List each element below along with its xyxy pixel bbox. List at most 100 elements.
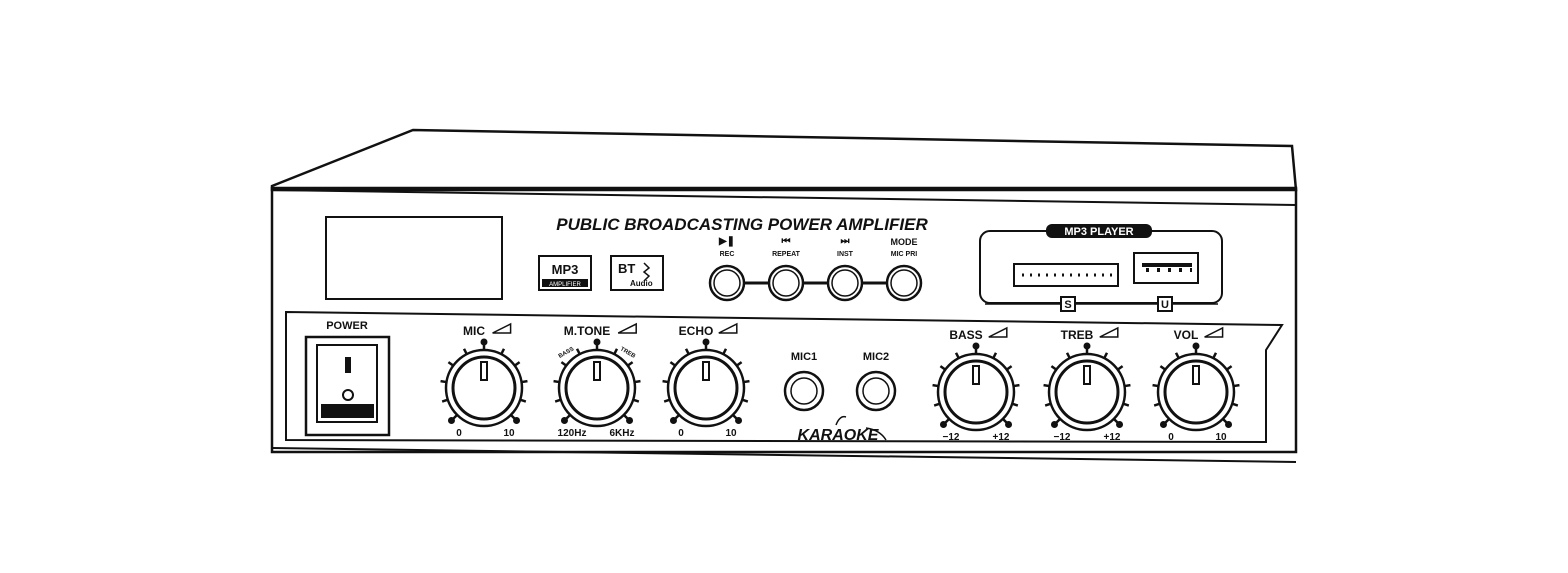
mp3-player-module: MP3 PLAYER S U: [979, 224, 1223, 312]
bt-badge: BT Audio: [610, 255, 664, 291]
power-label: POWER: [326, 320, 368, 332]
echo-tick: [669, 361, 676, 367]
repeat-button[interactable]: ⏮ REPEAT: [767, 236, 805, 302]
echo-max-label: 10: [725, 428, 737, 439]
inst-button[interactable]: ⏭ INST: [826, 236, 864, 302]
mic-tick: [440, 379, 447, 384]
treb-marker: [1083, 342, 1091, 350]
vol-level-icon: [1204, 326, 1224, 338]
mic-tick: [462, 348, 468, 355]
mic-min-label: 0: [456, 428, 462, 439]
previous-icon: ⏮: [782, 236, 791, 247]
echo-knob-body: [673, 355, 739, 421]
mic2-jack[interactable]: MIC2: [855, 351, 897, 412]
m-tone-tick: [553, 379, 560, 384]
vol-tick: [1231, 402, 1239, 407]
echo-tick: [662, 379, 669, 384]
vol-tick: [1159, 365, 1166, 371]
m-tone-tick: [613, 348, 619, 355]
mic-tick: [447, 361, 454, 367]
m-tone-knob-body: [564, 355, 630, 421]
bass-min-label: −12: [943, 432, 960, 443]
echo-label: ECHO: [679, 324, 714, 338]
bass-tick: [1013, 383, 1020, 388]
repeat-label: REPEAT: [772, 251, 801, 258]
transport-buttons: ▶❚ REC ⏮ REPEAT ⏭ INST MODE MIC PRI: [708, 236, 923, 302]
power-switch[interactable]: [304, 335, 391, 437]
device-title: PUBLIC BROADCASTING POWER AMPLIFIER: [556, 215, 928, 234]
mic-tick: [519, 398, 527, 403]
echo-tick: [663, 398, 671, 403]
sd-card-slot[interactable]: [1013, 263, 1119, 287]
echo-tick: [722, 348, 728, 355]
vol-marker: [1159, 421, 1167, 429]
karaoke-swoosh: [835, 415, 887, 441]
treb-max-label: +12: [1104, 432, 1121, 443]
bass-level-icon: [988, 326, 1008, 338]
mode-label: MODE: [891, 237, 918, 247]
treb-marker: [1116, 421, 1124, 429]
next-icon: ⏭: [841, 236, 850, 247]
bass-marker: [939, 421, 947, 429]
mp3-badge-main: MP3: [552, 262, 579, 277]
front-panel-bottom: [271, 447, 1297, 463]
mic-tick: [500, 348, 506, 355]
treb-level-icon: [1099, 326, 1119, 338]
treb-tick: [1065, 352, 1071, 359]
mic1-jack[interactable]: MIC1: [783, 351, 825, 412]
m-tone-tick: [634, 379, 641, 384]
treb-tick: [1117, 365, 1124, 371]
treb-tick: [1124, 383, 1131, 388]
m-tone-label: M.TONE: [564, 324, 610, 338]
m-tone-pointer: [593, 361, 601, 381]
mic-tick: [441, 398, 449, 403]
vol-tick: [1212, 352, 1218, 359]
bass-tick: [932, 383, 939, 388]
display-window: [325, 216, 503, 300]
chassis-top: [270, 128, 1298, 192]
front-panel: [270, 186, 1298, 454]
treb-tick: [1043, 383, 1050, 388]
vol-tick: [1233, 383, 1240, 388]
echo-tick: [743, 379, 750, 384]
echo-tick: [736, 361, 743, 367]
mic-marker: [447, 417, 455, 425]
inst-label: INST: [837, 251, 854, 258]
echo-tick: [741, 398, 749, 403]
bass-knob-body: [943, 359, 1009, 425]
treb-tick: [1122, 402, 1130, 407]
vol-tick: [1152, 383, 1159, 388]
rec-button[interactable]: ▶❚ REC: [708, 236, 746, 302]
m-tone-marker: [626, 417, 634, 425]
mp3-badge: MP3 AMPLIFIER: [538, 255, 592, 291]
rec-label: REC: [720, 251, 735, 258]
sd-label: S: [1064, 299, 1071, 311]
chassis-top-edge: [271, 189, 1297, 206]
m-tone-tick: [627, 361, 634, 367]
control-panel: [285, 310, 1284, 444]
vol-label: VOL: [1174, 328, 1199, 342]
m-tone-tick: [632, 398, 640, 403]
bass-tick: [939, 365, 946, 371]
mic-marker: [480, 338, 488, 346]
power-off-mark: [342, 389, 354, 401]
vol-tick: [1174, 352, 1180, 359]
echo-tick: [684, 348, 690, 355]
mode-button[interactable]: MODE MIC PRI: [885, 237, 923, 302]
mic-level-icon: [492, 322, 512, 334]
treb-label: TREB: [1061, 328, 1094, 342]
treb-marker: [1050, 421, 1058, 429]
treb-knob[interactable]: TREB−12+12: [1043, 326, 1131, 443]
bass-label: BASS: [949, 328, 982, 342]
usb-port[interactable]: [1133, 252, 1199, 284]
m-tone-max-label: 6KHz: [609, 428, 634, 439]
bass-knob[interactable]: BASS−12+12: [932, 326, 1020, 443]
mic-tick: [521, 379, 528, 384]
m-tone-tick: [554, 398, 562, 403]
treb-tick: [1044, 402, 1052, 407]
